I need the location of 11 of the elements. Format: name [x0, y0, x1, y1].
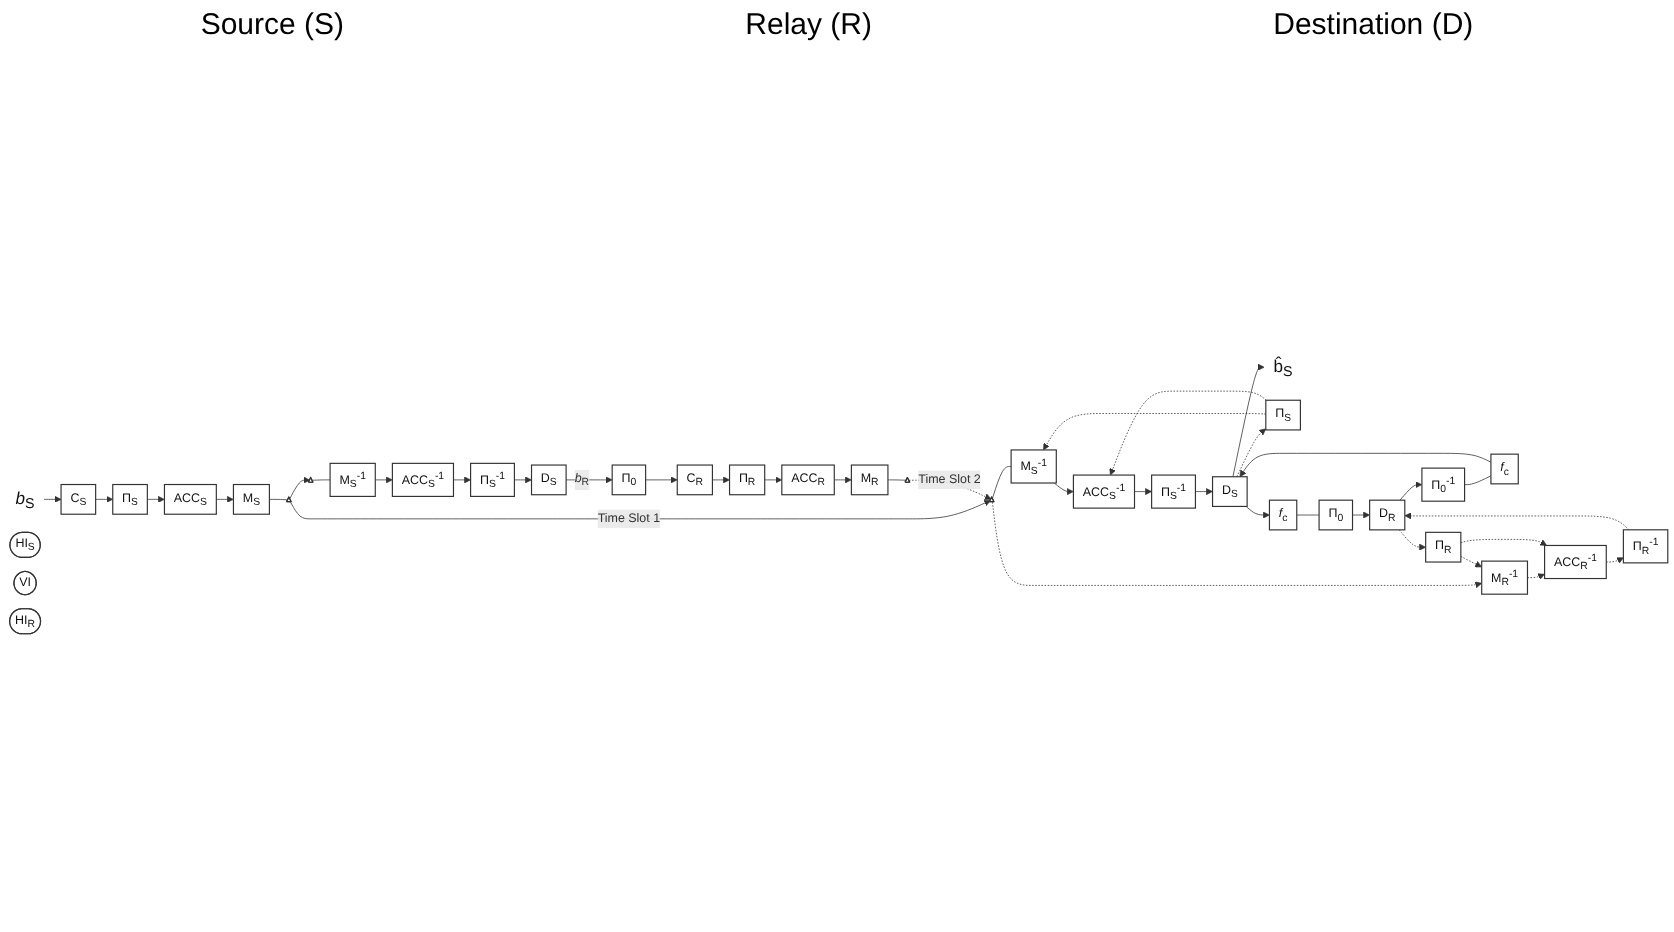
connector — [311, 479, 331, 481]
node-text: b$_{S}$ — [15, 488, 35, 511]
section-label: Relay (R) — [745, 8, 872, 42]
connector — [269, 499, 289, 501]
section-label: Destination (D) — [1273, 8, 1474, 42]
connector — [887, 479, 907, 481]
node-text: b̂$_{S}$ — [1273, 355, 1293, 379]
connector — [1464, 475, 1492, 486]
section-label: Source (S) — [200, 8, 345, 42]
connector — [1296, 514, 1320, 516]
connector — [992, 466, 1012, 499]
